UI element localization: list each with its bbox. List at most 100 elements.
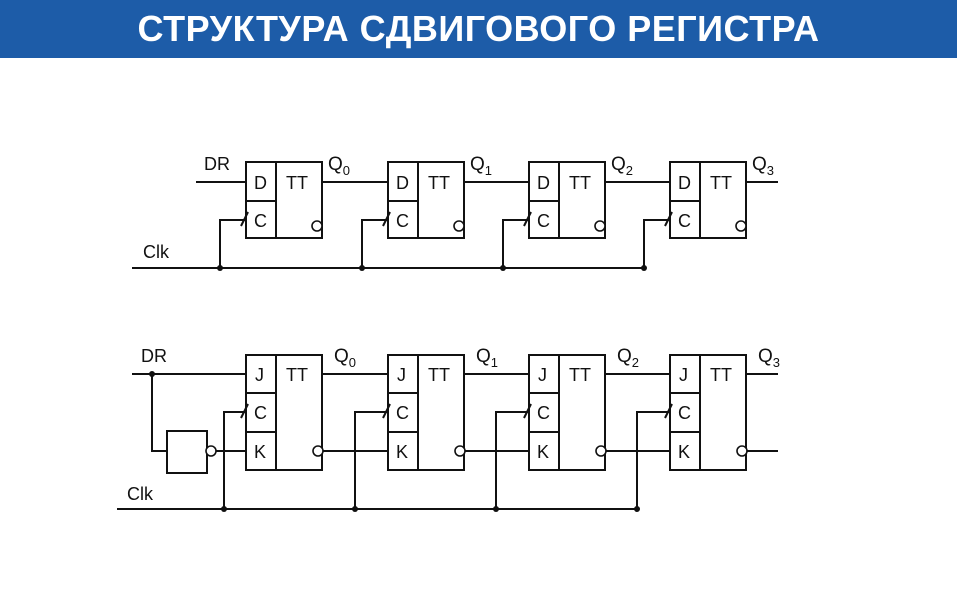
flipflop-body <box>245 354 323 471</box>
inversion-bubble <box>595 445 607 457</box>
cell-type-label: TT <box>710 173 732 193</box>
clock-input-wire <box>636 411 670 509</box>
output-name: Q <box>611 154 626 175</box>
junction-dot <box>217 265 223 271</box>
flipflop-body <box>528 354 606 471</box>
pin-c-label: C <box>678 403 691 423</box>
pin-c-label: C <box>254 403 267 423</box>
clock-input-wire <box>643 219 670 268</box>
output-name: Q <box>758 346 773 367</box>
junction-dot <box>352 506 358 512</box>
inversion-bubble <box>312 445 324 457</box>
clock-label: Clk <box>143 242 170 262</box>
pin-c-label: C <box>537 403 550 423</box>
output-label-q2: Q2 <box>611 154 633 178</box>
cell-type-label: TT <box>569 365 591 385</box>
cell-type-label: TT <box>428 173 450 193</box>
output-label-q3: Q3 <box>758 346 780 370</box>
pin-k-label: K <box>537 442 549 462</box>
input-label-dr: DR <box>141 346 167 366</box>
jk-flipflop-2: JCK TT Q2 <box>493 346 670 512</box>
output-label-q2: Q2 <box>617 346 639 370</box>
output-name: Q <box>328 154 343 175</box>
output-name: Q <box>476 346 491 367</box>
output-label-q1: Q1 <box>470 154 492 178</box>
output-subscript: 3 <box>767 163 774 178</box>
inversion-bubble <box>735 220 747 232</box>
pin-d-label: D <box>678 173 691 193</box>
pin-j-label: J <box>679 365 688 385</box>
jk-flipflop-1: JCK TT Q1 <box>352 346 529 512</box>
pin-d-label: D <box>537 173 550 193</box>
inversion-bubble <box>594 220 606 232</box>
inverter-input-wire <box>151 374 167 452</box>
cell-type-label: TT <box>428 365 450 385</box>
output-name: Q <box>752 154 767 175</box>
cell-type-label: TT <box>286 173 308 193</box>
output-subscript: 3 <box>773 355 780 370</box>
inverter-gate <box>166 430 208 474</box>
cell-type-label: TT <box>569 173 591 193</box>
clock-input-wire <box>219 219 246 268</box>
edge-marker <box>382 211 391 227</box>
junction-dot <box>641 265 647 271</box>
pin-k-label: K <box>396 442 408 462</box>
junction-dot <box>500 265 506 271</box>
clock-label: Clk <box>127 484 154 504</box>
flipflop-body <box>669 354 747 471</box>
output-subscript: 2 <box>632 355 639 370</box>
output-name: Q <box>470 154 485 175</box>
edge-marker <box>664 403 673 419</box>
d-flipflop-0: DC TT Q0 <box>217 154 388 271</box>
inversion-bubble <box>736 445 748 457</box>
pin-j-label: J <box>538 365 547 385</box>
edge-marker <box>523 211 532 227</box>
output-label-q1: Q1 <box>476 346 498 370</box>
pin-c-label: C <box>537 211 550 231</box>
clock-input-wire <box>223 411 246 509</box>
inversion-bubble <box>454 445 466 457</box>
cell-type-label: TT <box>286 365 308 385</box>
pin-d-label: D <box>254 173 267 193</box>
pin-c-label: C <box>396 403 409 423</box>
pin-k-label: K <box>678 442 690 462</box>
clock-input-wire <box>495 411 529 509</box>
clock-input-wire <box>361 219 388 268</box>
clock-input-wire <box>502 219 529 268</box>
page-title: СТРУКТУРА СДВИГОВОГО РЕГИСТРА <box>137 8 820 49</box>
junction-dot <box>493 506 499 512</box>
edge-marker <box>664 211 673 227</box>
clock-input-wire <box>354 411 388 509</box>
pin-j-label: J <box>255 365 264 385</box>
junction-dot <box>634 506 640 512</box>
output-subscript: 0 <box>343 163 350 178</box>
output-label-q0: Q0 <box>334 346 356 370</box>
edge-marker <box>523 403 532 419</box>
pin-c-label: C <box>254 211 267 231</box>
edge-marker <box>240 211 249 227</box>
pin-j-label: J <box>397 365 406 385</box>
edge-marker <box>240 403 249 419</box>
output-subscript: 2 <box>626 163 633 178</box>
d-flipflop-2: DC TT Q2 <box>500 154 670 271</box>
input-label-dr: DR <box>204 154 230 174</box>
flipflop-body <box>387 354 465 471</box>
output-name: Q <box>334 346 349 367</box>
output-name: Q <box>617 346 632 367</box>
output-label-q0: Q0 <box>328 154 350 178</box>
output-subscript: 1 <box>485 163 492 178</box>
edge-marker <box>382 403 391 419</box>
junction-dot <box>221 506 227 512</box>
output-label-q3: Q3 <box>752 154 774 178</box>
output-subscript: 0 <box>349 355 356 370</box>
inversion-bubble <box>453 220 465 232</box>
junction-dot <box>359 265 365 271</box>
inversion-bubble <box>205 445 217 457</box>
pin-c-label: C <box>396 211 409 231</box>
